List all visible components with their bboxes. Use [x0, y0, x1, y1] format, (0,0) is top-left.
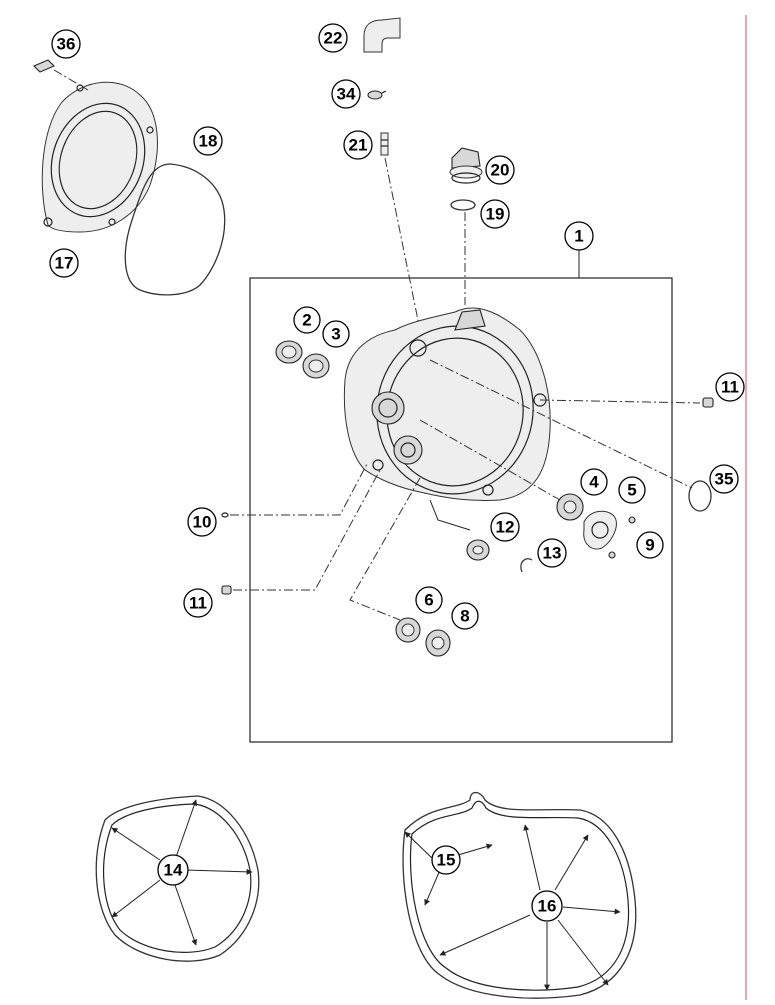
- svg-text:19: 19: [486, 205, 505, 224]
- svg-text:34: 34: [337, 85, 356, 104]
- svg-text:1: 1: [574, 227, 583, 246]
- clutch-cover-part: [41, 81, 158, 233]
- seal-ring-3-part: [302, 353, 330, 379]
- plug-11-guide-line: [539, 399, 701, 404]
- callout-19: 19: [480, 199, 510, 229]
- gasket-15-16-part: [402, 791, 637, 999]
- callout-9: 9: [636, 531, 664, 559]
- clip-part: [33, 59, 55, 73]
- svg-text:8: 8: [460, 607, 469, 626]
- plug-11-right-part: [702, 397, 714, 408]
- callout-36: 36: [51, 29, 81, 59]
- seal-ring-2-part: [275, 340, 303, 364]
- callout-21: 21: [343, 130, 373, 160]
- plug-11-left-guide-line: [233, 469, 381, 591]
- callout-22: 22: [318, 23, 348, 53]
- svg-text:6: 6: [424, 591, 433, 610]
- dowel-10-guide-line: [230, 461, 369, 516]
- circlip-part: [520, 558, 533, 573]
- callout-3: 3: [322, 320, 350, 348]
- screw-9b-part: [608, 551, 616, 559]
- cover-plate-part: [583, 510, 617, 550]
- cover-gasket-part: [124, 163, 226, 296]
- nipple-guide-line: [384, 157, 421, 331]
- svg-text:3: 3: [331, 325, 340, 344]
- svg-text:11: 11: [189, 594, 207, 613]
- callout-10: 10: [187, 507, 217, 537]
- bearing-part: [556, 493, 584, 521]
- gasket-15-16-inner: [409, 800, 630, 991]
- clip-guide-line: [53, 69, 89, 91]
- o-ring-35-part: [688, 480, 712, 512]
- callout-8: 8: [451, 602, 479, 630]
- svg-text:36: 36: [57, 35, 76, 54]
- gasket-16-leaders: [439, 824, 621, 991]
- assembly-frame: [249, 277, 673, 743]
- callout-13: 13: [537, 538, 567, 568]
- dowel-10-part: [221, 512, 229, 518]
- svg-text:35: 35: [715, 470, 734, 489]
- o-ring-19-part: [450, 199, 476, 211]
- seal-ring-8-part: [425, 629, 451, 657]
- svg-text:18: 18: [199, 132, 218, 151]
- callout-1: 1: [564, 221, 594, 251]
- svg-text:16: 16: [538, 897, 557, 916]
- nipple-part: [380, 132, 389, 156]
- svg-text:13: 13: [543, 544, 562, 563]
- plug-11-left-part: [221, 585, 232, 595]
- svg-text:20: 20: [491, 161, 510, 180]
- gasket-14-leaders: [111, 799, 253, 946]
- callout-6: 6: [415, 586, 443, 614]
- callout-20: 20: [485, 155, 515, 185]
- gasket-15-leaders: [404, 831, 493, 906]
- svg-text:12: 12: [496, 518, 515, 537]
- callout-4: 4: [580, 468, 608, 496]
- svg-text:15: 15: [437, 851, 456, 870]
- shaft-seal-part: [466, 539, 490, 561]
- callout-11-right: 11: [715, 372, 745, 402]
- callout-11-left: 11: [183, 588, 213, 618]
- hose-part: [363, 17, 401, 53]
- svg-text:10: 10: [193, 513, 212, 532]
- callout-17: 17: [49, 248, 79, 278]
- gasket-14-inner: [103, 803, 252, 953]
- seal-ring-6-part: [395, 617, 421, 643]
- shaft-seal-leader: [429, 499, 471, 531]
- callout-16: 16: [531, 890, 563, 922]
- svg-text:4: 4: [589, 473, 599, 492]
- svg-text:9: 9: [645, 536, 654, 555]
- callout-2: 2: [293, 306, 321, 334]
- filler-plug-part: [449, 147, 483, 184]
- svg-text:22: 22: [324, 29, 343, 48]
- o-ring-35-guide-line: [429, 359, 693, 489]
- clutch-housing-part: [343, 307, 551, 502]
- svg-text:2: 2: [302, 311, 311, 330]
- svg-text:21: 21: [349, 136, 368, 155]
- svg-text:11: 11: [721, 378, 739, 397]
- callout-14: 14: [157, 854, 189, 886]
- gasket-14-part: [95, 795, 260, 962]
- seal-6-guide-line: [349, 477, 421, 621]
- bearing-guide-line: [419, 419, 561, 501]
- svg-text:17: 17: [55, 254, 74, 273]
- callout-34: 34: [331, 79, 361, 109]
- callout-35: 35: [709, 464, 739, 494]
- screw-9a-part: [628, 516, 636, 524]
- callout-12: 12: [490, 512, 520, 542]
- svg-text:14: 14: [164, 861, 183, 880]
- callout-5: 5: [618, 476, 646, 504]
- callout-15: 15: [431, 845, 461, 875]
- svg-text:5: 5: [627, 481, 636, 500]
- callout-18: 18: [193, 126, 223, 156]
- hose-clamp-part: [367, 90, 387, 100]
